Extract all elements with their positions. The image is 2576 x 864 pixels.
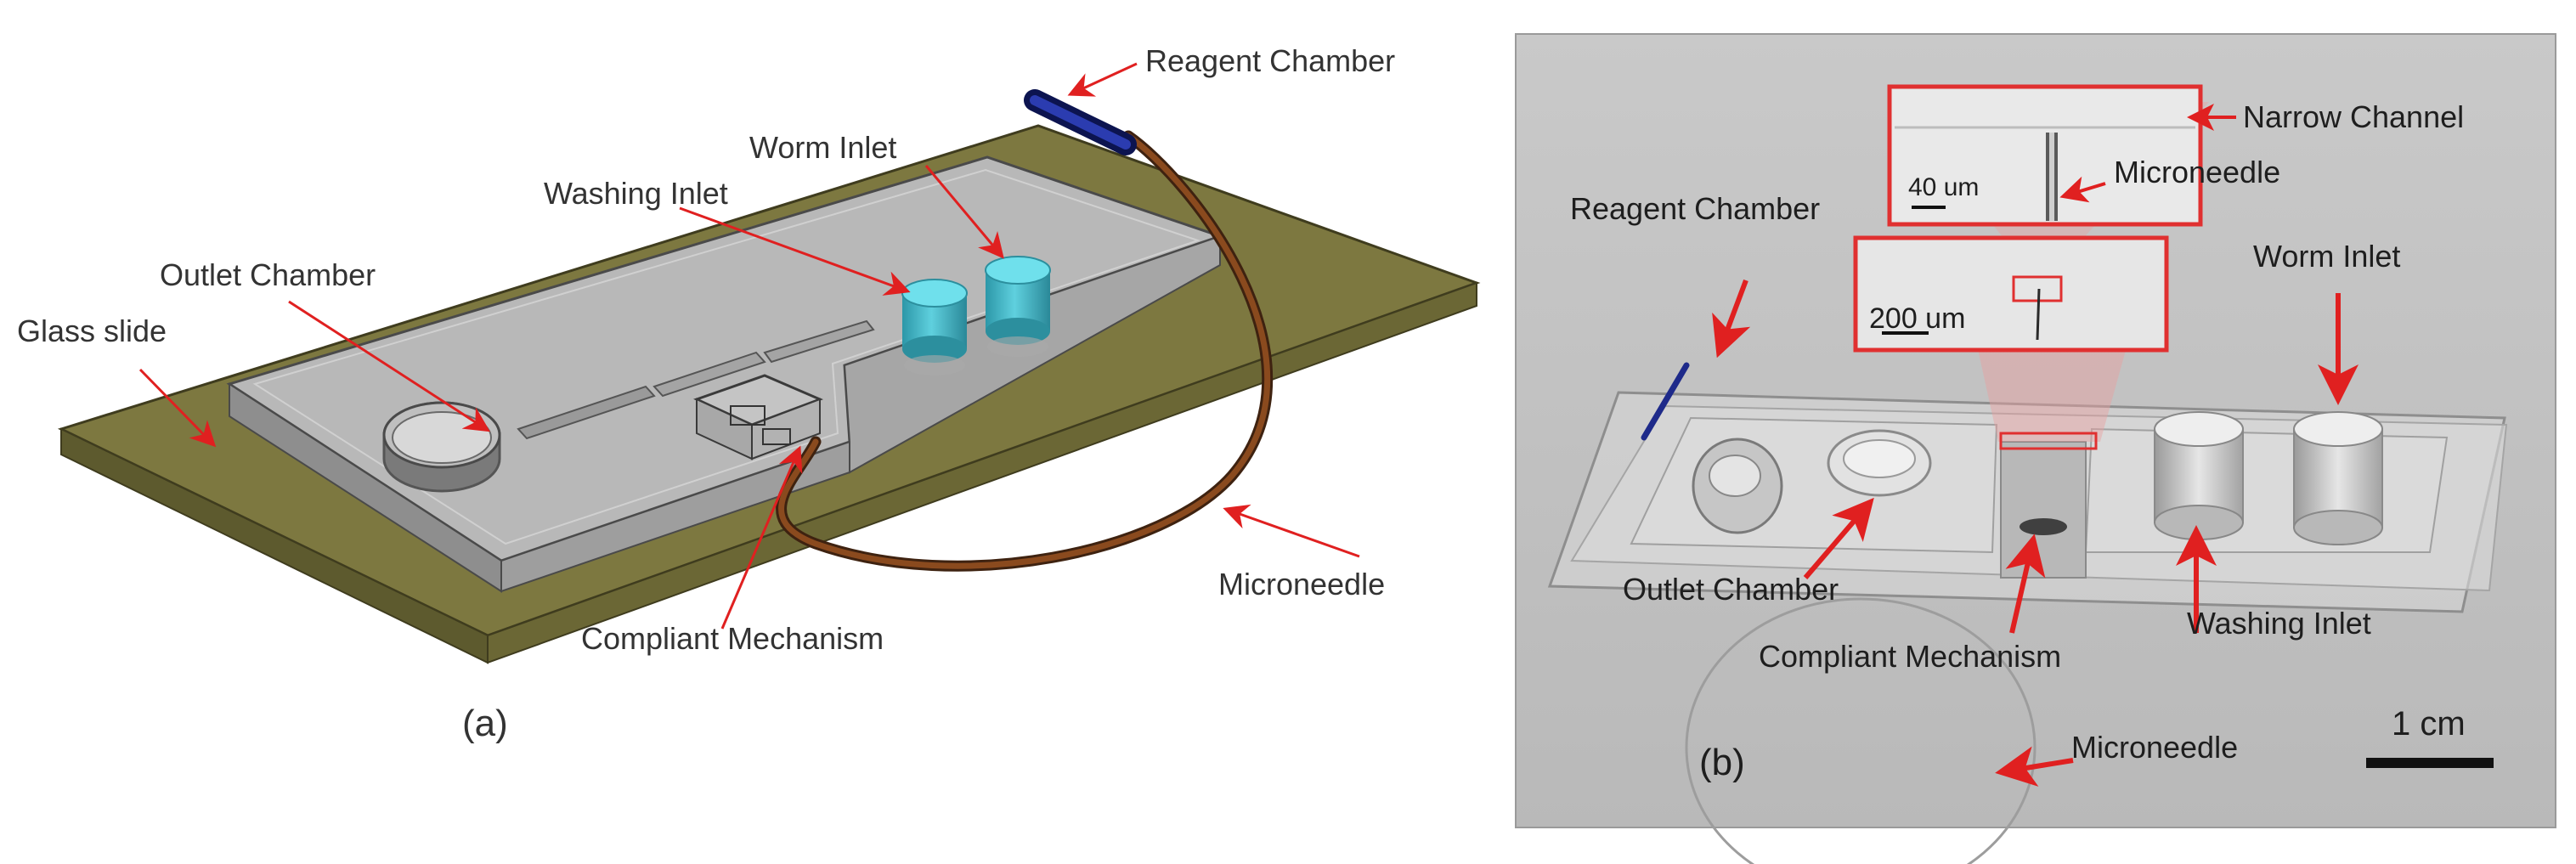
label-scale-1cm: 1 cm [2392, 705, 2466, 743]
arrow-glass-a [138, 368, 217, 448]
arrow-micro-a [1223, 504, 1360, 558]
label-narrow-channel-b: Narrow Channel [2243, 99, 2464, 134]
label-scale-40um: 40 um [1908, 173, 1979, 201]
washing-inlet-shape [901, 279, 968, 376]
panel-a: Reagent Chamber Worm Inlet Washing Inlet… [17, 43, 1481, 744]
label-reagent-chamber-b: Reagent Chamber [1570, 191, 1820, 226]
arrow-reagent-a [1067, 62, 1138, 97]
arrow-microneedle-b [1995, 746, 2074, 787]
label-microneedle-inset-b: Microneedle [2114, 155, 2280, 189]
label-worm-inlet-a: Worm Inlet [749, 130, 896, 165]
label-outlet-chamber-b: Outlet Chamber [1623, 572, 1839, 607]
compliant-mechanism-shape [693, 374, 824, 460]
label-worm-inlet-b: Worm Inlet [2253, 239, 2400, 274]
label-compliant-mechanism-a: Compliant Mechanism [581, 621, 884, 656]
panel-b-arrows [1712, 104, 2359, 787]
panel-b: Narrow Channel Microneedle 40 um 200 um … [1515, 33, 2556, 864]
label-outlet-chamber-a: Outlet Chamber [160, 257, 376, 292]
arrow-outlet-a [288, 300, 491, 432]
panel-a-arrows [138, 62, 1360, 630]
arrow-worm-a [924, 165, 1004, 259]
caption-panel-a: (a) [462, 703, 508, 744]
outlet-chamber-shape [382, 401, 501, 493]
photo-compliant-area [2000, 441, 2087, 579]
photo-reagent-needle [1641, 362, 1690, 441]
arrow-washing-a [679, 206, 911, 296]
caption-panel-b: (b) [1699, 742, 1745, 783]
arrow-compliant-b [2005, 534, 2046, 634]
label-microneedle-b: Microneedle [2071, 730, 2238, 765]
label-washing-inlet-b: Washing Inlet [2187, 606, 2371, 641]
label-washing-inlet-a: Washing Inlet [544, 176, 728, 211]
label-reagent-chamber-a: Reagent Chamber [1145, 43, 1395, 78]
arrow-outlet-b [1803, 497, 1874, 579]
reagent-chamber-shape [1024, 89, 1137, 155]
label-microneedle-a: Microneedle [1218, 567, 1385, 601]
photo-worm-inlet [2293, 411, 2383, 545]
photo-washing-inlet [2154, 411, 2244, 540]
label-scale-200um: 200 um [1869, 302, 1965, 335]
microchannel-shape [517, 319, 875, 440]
label-glass-slide-a: Glass slide [17, 313, 167, 348]
arrow-reagent-b [1712, 279, 1751, 359]
inset-middle [1853, 235, 2169, 353]
label-compliant-mechanism-b: Compliant Mechanism [1759, 639, 2061, 674]
arrow-microneedle-inset-b [2059, 176, 2106, 203]
worm-inlet-shape [985, 256, 1051, 357]
arrow-compliant-a [720, 445, 803, 630]
microneedle-tube-shape [776, 130, 1274, 572]
inset-top [1887, 84, 2203, 227]
